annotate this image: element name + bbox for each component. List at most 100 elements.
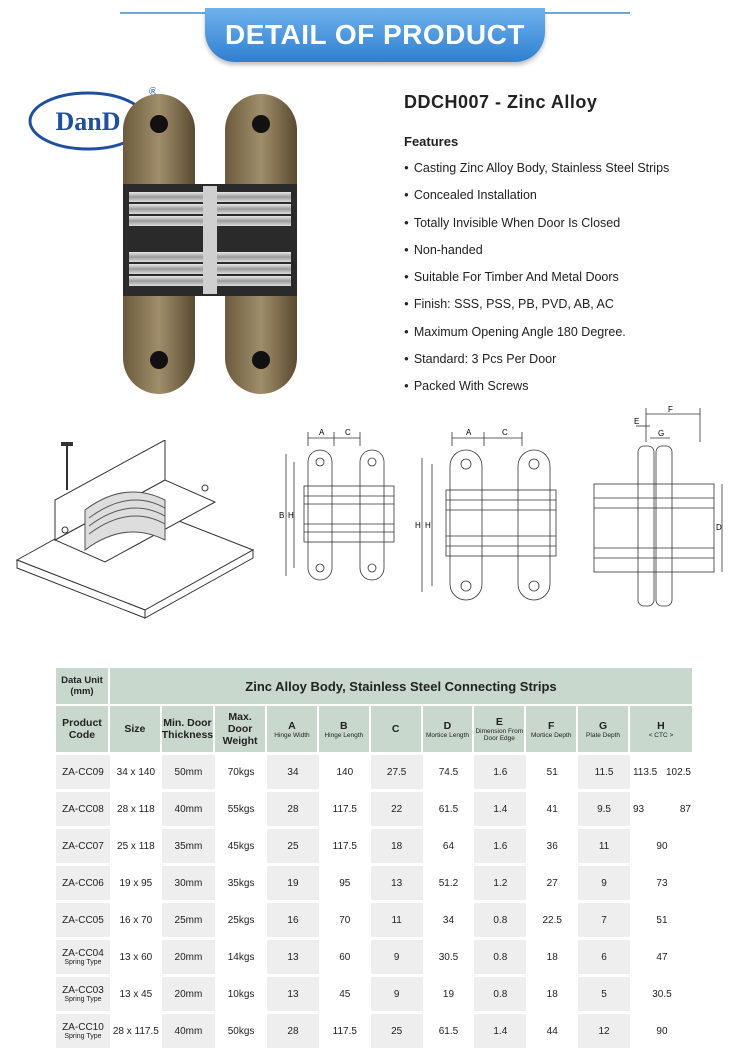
g-cell: 11.5 — [578, 752, 630, 789]
c-cell: 18 — [370, 826, 423, 863]
col-header-thickness: Min. Door Thickness — [161, 704, 216, 752]
c-cell: 25 — [370, 1011, 423, 1048]
weight-cell: 45kgs — [215, 826, 268, 863]
product-code-cell: ZA-CC05 — [56, 900, 110, 937]
d-cell: 61.5 — [422, 789, 475, 826]
dimension-b-label: B — [279, 511, 284, 520]
logo-registered-mark: ® — [149, 86, 156, 98]
c-cell: 9 — [370, 937, 423, 974]
dimension-c-label: C — [502, 428, 508, 437]
thick-cell: 40mm — [161, 1011, 216, 1048]
weight-cell: 14kgs — [215, 937, 268, 974]
feature-item: Suitable For Timber And Metal Doors — [404, 267, 669, 294]
size-cell: 28 x 117.5 — [109, 1011, 162, 1048]
f-cell: 22.5 — [526, 900, 579, 937]
thick-cell: 40mm — [161, 789, 216, 826]
feature-item: Standard: 3 Pcs Per Door — [404, 349, 669, 376]
weight-cell: 25kgs — [215, 900, 268, 937]
thick-cell: 50mm — [161, 752, 216, 789]
feature-item: Non-handed — [404, 240, 669, 267]
a-cell: 25 — [267, 826, 319, 863]
b-cell: 117.5 — [318, 826, 371, 863]
weight-cell: 50kgs — [215, 1011, 268, 1048]
g-cell: 9.5 — [578, 789, 630, 826]
a-cell: 28 — [267, 1011, 319, 1048]
size-cell: 19 x 95 — [109, 863, 162, 900]
f-cell: 36 — [526, 826, 579, 863]
data-unit-label: Data Unit (mm) — [56, 668, 110, 704]
size-cell: 25 x 118 — [109, 826, 162, 863]
product-code-cell: ZA-CC08 — [56, 789, 110, 826]
product-code-cell: ZA-CC09 — [56, 752, 110, 789]
weight-cell: 70kgs — [215, 752, 268, 789]
page-banner: DETAIL OF PRODUCT — [205, 8, 545, 62]
technical-drawing-large: A C H H — [415, 428, 557, 601]
size-cell: 34 x 140 — [109, 752, 162, 789]
product-title: DDCH007 - Zinc Alloy — [404, 92, 598, 112]
d-cell: 34 — [422, 900, 475, 937]
f-cell: 44 — [526, 1011, 579, 1048]
dimension-e-label: E — [634, 417, 639, 426]
dimension-h-label: H — [415, 521, 421, 530]
a-cell: 28 — [267, 789, 319, 826]
technical-drawing-small: A C B H — [279, 428, 395, 581]
table-caption-row: Data Unit (mm) Zinc Alloy Body, Stainles… — [56, 668, 694, 704]
product-code-cell: ZA-CC06 — [56, 863, 110, 900]
h-cell: 47 — [629, 937, 694, 974]
logo-text: DanD — [55, 107, 120, 136]
feature-item: Casting Zinc Alloy Body, Stainless Steel… — [404, 158, 669, 185]
c-cell: 11 — [370, 900, 423, 937]
weight-cell: 10kgs — [215, 974, 268, 1011]
a-cell: 19 — [267, 863, 319, 900]
d-cell: 19 — [422, 974, 475, 1011]
dimension-h-label: H — [288, 511, 294, 520]
d-cell: 51.2 — [422, 863, 475, 900]
e-cell: 1.2 — [474, 863, 527, 900]
e-cell: 0.8 — [474, 937, 527, 974]
g-cell: 12 — [578, 1011, 630, 1048]
g-cell: 9 — [578, 863, 630, 900]
col-header-h: H< CTC > — [629, 704, 694, 752]
size-cell: 28 x 118 — [109, 789, 162, 826]
h-cell: 90 — [629, 826, 694, 863]
b-cell: 117.5 — [318, 789, 371, 826]
features-heading: Features — [404, 134, 459, 149]
f-cell: 27 — [526, 863, 579, 900]
a-cell: 34 — [267, 752, 319, 789]
b-cell: 95 — [318, 863, 371, 900]
b-cell: 117.5 — [318, 1011, 371, 1048]
a-cell: 13 — [267, 937, 319, 974]
table-caption: Zinc Alloy Body, Stainless Steel Connect… — [109, 668, 694, 704]
b-cell: 45 — [318, 974, 371, 1011]
f-cell: 18 — [526, 974, 579, 1011]
h-cell: 30.5 — [629, 974, 694, 1011]
dimension-h-inner-label: H — [425, 521, 431, 530]
b-cell: 140 — [318, 752, 371, 789]
thick-cell: 20mm — [161, 974, 216, 1011]
f-cell: 51 — [526, 752, 579, 789]
c-cell: 9 — [370, 974, 423, 1011]
d-cell: 74.5 — [422, 752, 475, 789]
d-cell: 30.5 — [422, 937, 475, 974]
size-cell: 13 x 60 — [109, 937, 162, 974]
g-cell: 11 — [578, 826, 630, 863]
hinge-product-photo — [123, 94, 297, 394]
col-header-size: Size — [109, 704, 162, 752]
dimension-g-label: G — [658, 429, 664, 438]
b-cell: 60 — [318, 937, 371, 974]
d-cell: 61.5 — [422, 1011, 475, 1048]
